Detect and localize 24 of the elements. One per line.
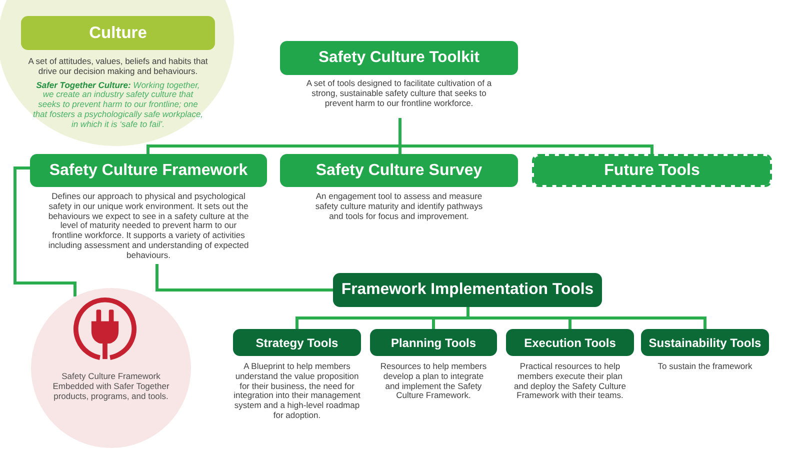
title-bar: Safety Culture Toolkit (280, 41, 518, 75)
title-bar: Sustainability Tools (641, 329, 769, 356)
title-bar: Planning Tools (370, 329, 497, 356)
connector-line (156, 264, 333, 292)
description-text: Resources to help members develop a plan to integrate and implement the Safety Culture Framework. (379, 362, 488, 402)
connector-line (14, 166, 76, 297)
connector-line (466, 307, 706, 329)
caption-text: Safety Culture Framework Embedded with Safer Together products, programs, and tools. (52, 372, 170, 402)
title-bar: Framework Implementation Tools (333, 273, 602, 307)
description-text: Defines our approach to physical and psychological safety in our unique work environment. It sets out the behaviours we expect to see in a safety culture at the level of maturity needed to prevent harm to our frontline workforce. It supports a variety of activities including assessment and understanding of expected behaviours. (48, 192, 250, 261)
connector-line (398, 118, 654, 154)
dashed-title-bar: Future Tools (532, 154, 772, 187)
description-text: To sustain the framework (656, 362, 754, 372)
description-text: A set of tools designed to facilitate cultivation of a strong, sustainable safety culture that seeks to prevent harm to our frontline workforce. (305, 79, 493, 108)
title-bar: Strategy Tools (233, 329, 361, 356)
title-bar: Safety Culture Survey (280, 154, 518, 187)
description-text: A Blueprint to help members understand the value proposition for their business, the need for integration into their management system and a high-level roadmap for adoption. (232, 362, 362, 421)
description-text: Practical resources to help members execute their plan and deploy the Safety Culture Framework with their teams. (513, 362, 627, 402)
title-bar: Culture (21, 16, 215, 50)
description-text: An engagement tool to assess and measure safety culture maturity and identify pathways and tools for focus and improvement. (314, 192, 484, 222)
title-bar: Execution Tools (506, 329, 634, 356)
description-text: A set of attitudes, values, beliefs and habits that drive our decision making and behaviours. (27, 57, 209, 77)
title-bar: Safety Culture Framework (30, 154, 267, 187)
definition-text: Safer Together Culture: Working together, we create an industry safety culture that seeks to prevent harm to our frontline; one that fosters a psychologically safe workplace, in which it is ‘safe to fail’. (32, 80, 204, 130)
